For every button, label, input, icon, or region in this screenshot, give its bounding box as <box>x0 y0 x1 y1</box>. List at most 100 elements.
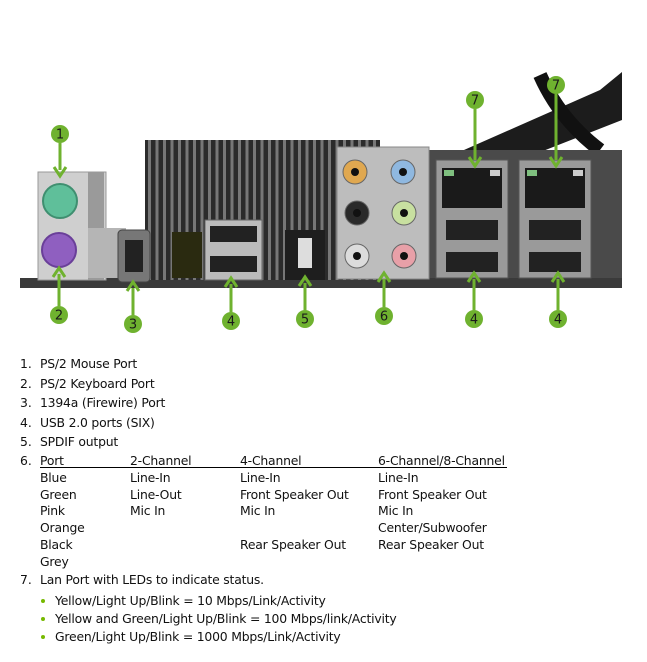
heatsink-fin <box>253 140 256 280</box>
table-cell: Rear Speaker Out <box>240 536 346 552</box>
table-header: 6-Channel/8-Channel <box>378 453 505 468</box>
callout-2: 2 <box>50 265 68 324</box>
callout-number: 4 <box>470 313 478 328</box>
usb-port <box>529 220 581 240</box>
heatsink-fin <box>320 140 324 280</box>
heatsink-fin <box>200 140 204 280</box>
callout-number: 5 <box>301 313 309 328</box>
list-number: 6. <box>20 453 32 468</box>
callout-4: 4 <box>549 270 567 328</box>
heatsink-fin <box>283 140 286 280</box>
callout-badge <box>50 306 68 324</box>
table-cell: Pink <box>40 503 65 519</box>
heatsink-fin <box>245 140 249 280</box>
callout-number: 7 <box>471 94 479 109</box>
callout-number: 4 <box>227 315 235 330</box>
bullet-icon <box>41 635 45 639</box>
list-number: 7. <box>20 572 32 587</box>
callout-7: 7 <box>547 76 565 169</box>
table-header: 4-Channel <box>240 453 302 468</box>
heatsink-fin <box>305 140 309 280</box>
usb-port <box>446 252 498 272</box>
table-cell: Line-Out <box>130 486 182 502</box>
list-item-text: PS/2 Mouse Port <box>40 356 138 371</box>
back-panel-photo: 1 2 3 4 5 6 4 4 7 7 <box>20 72 622 333</box>
heatsink-fin <box>328 140 331 280</box>
callout-6: 6 <box>375 270 393 325</box>
heatsink-fin <box>185 140 189 280</box>
bullet-icon <box>41 599 45 603</box>
table-cell: Line-In <box>130 470 171 485</box>
callout-number: 2 <box>55 309 63 324</box>
heatsink-fin <box>155 140 159 280</box>
heatsink-fin <box>238 140 241 280</box>
callout-1: 1 <box>51 125 69 179</box>
callout-3: 3 <box>124 279 142 333</box>
table-cell: Mic In <box>240 503 276 519</box>
heatsink-fin <box>208 140 211 280</box>
heatsink-fin <box>163 140 166 280</box>
callout-badge <box>465 310 483 328</box>
bullet-text: Yellow/Light Up/Blink = 10 Mbps/Link/Act… <box>55 593 326 608</box>
board-edge <box>20 278 622 288</box>
table-cell: Mic In <box>378 503 414 519</box>
ps2-mouse-port <box>42 183 78 219</box>
list-number: 4. <box>20 414 32 430</box>
heatsink-fin <box>223 140 226 280</box>
heatsink-fin <box>268 140 271 280</box>
heatsink-fin <box>290 140 294 280</box>
callout-badge <box>296 310 314 328</box>
list-number: 1. <box>20 356 32 371</box>
table-cell: Black <box>40 536 73 552</box>
callout-badge <box>222 312 240 330</box>
callout-4: 4 <box>465 270 483 328</box>
bullet-text: Yellow and Green/Light Up/Blink = 100 Mb… <box>55 611 397 626</box>
table-cell: Grey <box>40 553 69 569</box>
table-header: Port <box>40 453 64 468</box>
callout-5: 5 <box>296 274 314 328</box>
callout-4: 4 <box>222 275 240 330</box>
heatsink-fin <box>170 140 174 280</box>
table-cell: Front Speaker Out <box>378 486 487 502</box>
list-number: 2. <box>20 375 32 391</box>
heatsink-fin <box>148 140 151 280</box>
list-number: 3. <box>20 395 32 410</box>
heatsink-fin <box>193 140 196 280</box>
callout-number: 6 <box>380 310 388 325</box>
heatsink-fin <box>298 140 301 280</box>
list-item-text: 1394a (Firewire) Port <box>40 395 166 410</box>
heatsink-fin <box>313 140 316 280</box>
callout-badge <box>375 307 393 325</box>
table-cell: Line-In <box>378 470 419 485</box>
callout-number: 1 <box>56 128 64 143</box>
list-item-text: USB 2.0 ports (SIX) <box>40 414 155 430</box>
table-cell: Green <box>40 486 77 502</box>
bullet-text: Green/Light Up/Blink = 1000 Mbps/Link/Ac… <box>55 629 341 644</box>
table-cell: Center/Subwoofer <box>378 520 487 536</box>
callout-badge <box>124 315 142 333</box>
list-number: 5. <box>20 434 32 449</box>
usb-port <box>446 220 498 240</box>
list-item-text: PS/2 Keyboard Port <box>40 375 155 391</box>
table-cell: Rear Speaker Out <box>378 536 484 552</box>
heatsink-fin <box>260 140 264 280</box>
callout-number: 3 <box>129 318 137 333</box>
table-cell: Blue <box>40 470 67 485</box>
heatsink-fin <box>275 140 279 280</box>
table-cell: Mic In <box>130 503 166 519</box>
callout-number: 7 <box>552 79 560 94</box>
table-header-underline <box>40 467 507 468</box>
heatsink-fin <box>230 140 234 280</box>
callout-badge <box>466 91 484 109</box>
table-cell: Line-In <box>240 470 281 485</box>
callout-7: 7 <box>466 91 484 169</box>
ps2-keyboard-port <box>41 232 77 268</box>
callout-number: 4 <box>554 313 562 328</box>
table-cell: Front Speaker Out <box>240 486 349 502</box>
table-header: 2-Channel <box>130 453 192 468</box>
bullet-icon <box>41 617 45 621</box>
usb-port <box>529 252 581 272</box>
list-item-text: SPDIF output <box>40 434 119 449</box>
callout-badge <box>51 125 69 143</box>
heatsink-fin <box>178 140 181 280</box>
